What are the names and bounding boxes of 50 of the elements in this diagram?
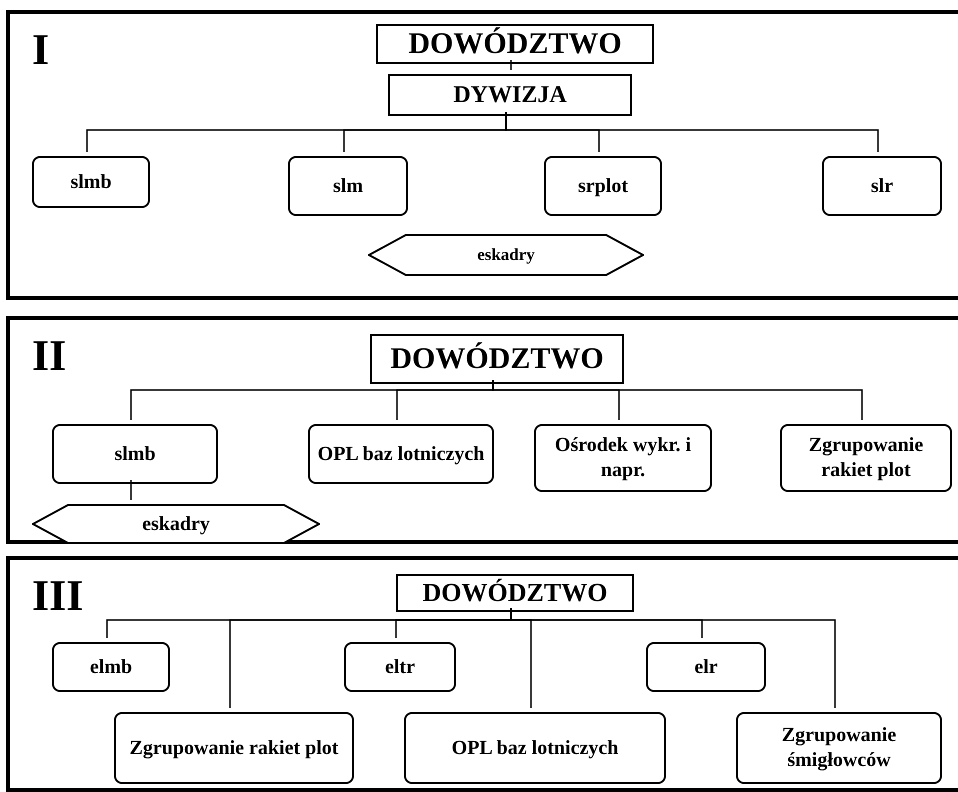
unit-label: OPL baz lotniczych bbox=[452, 736, 618, 760]
unit-label: srplot bbox=[578, 174, 628, 198]
unit-box bbox=[52, 642, 170, 692]
unit-label: OPL baz lotniczych bbox=[318, 442, 484, 466]
section-panel bbox=[6, 316, 958, 544]
unit-box bbox=[114, 712, 354, 784]
unit-box bbox=[404, 712, 666, 784]
unit-box bbox=[780, 424, 952, 492]
unit-label: slmb bbox=[70, 170, 112, 194]
unit-label: Zgrupowanie śmigłowców bbox=[780, 723, 898, 773]
unit-label: eltr bbox=[385, 654, 415, 680]
unit-label: eskadry bbox=[142, 512, 210, 536]
unit-label: slr bbox=[870, 174, 894, 198]
connector-line bbox=[510, 60, 512, 70]
unit-label: Ośrodek wykr. i napr. bbox=[554, 433, 692, 483]
unit-box bbox=[736, 712, 942, 784]
section-panel bbox=[6, 10, 958, 300]
command-box bbox=[396, 574, 634, 612]
unit-label: DOWÓDZTWO bbox=[390, 341, 604, 378]
unit-label: elmb bbox=[90, 654, 132, 680]
unit-box bbox=[534, 424, 712, 492]
unit-label: eskadry bbox=[477, 244, 535, 266]
unit-label: DOWÓDZTWO bbox=[408, 26, 622, 62]
command-box bbox=[370, 334, 624, 384]
unit-label: slm bbox=[333, 174, 363, 198]
unit-box bbox=[544, 156, 662, 216]
connector-line bbox=[130, 480, 132, 500]
unit-label: Zgrupowanie rakiet plot bbox=[130, 736, 338, 760]
unit-label: Zgrupowanie rakiet plot bbox=[808, 433, 924, 483]
command-box bbox=[376, 24, 654, 64]
unit-label: slmb bbox=[114, 442, 156, 466]
section-panel bbox=[6, 556, 958, 792]
connector-line bbox=[492, 380, 863, 420]
unit-box bbox=[822, 156, 942, 216]
hexagon-box bbox=[368, 234, 644, 276]
command-box bbox=[388, 74, 632, 116]
unit-box bbox=[32, 156, 150, 208]
unit-box bbox=[646, 642, 766, 692]
section-number: I bbox=[32, 28, 50, 72]
connector-line bbox=[505, 112, 879, 152]
section-number: II bbox=[32, 334, 66, 378]
hexagon-box bbox=[32, 504, 320, 544]
unit-label: DYWIZJA bbox=[453, 81, 567, 110]
unit-box bbox=[52, 424, 218, 484]
unit-label: elr bbox=[694, 654, 718, 680]
unit-box bbox=[288, 156, 408, 216]
section-number: III bbox=[32, 574, 84, 618]
unit-box bbox=[308, 424, 494, 484]
unit-label: DOWÓDZTWO bbox=[422, 576, 608, 609]
unit-box bbox=[344, 642, 456, 692]
